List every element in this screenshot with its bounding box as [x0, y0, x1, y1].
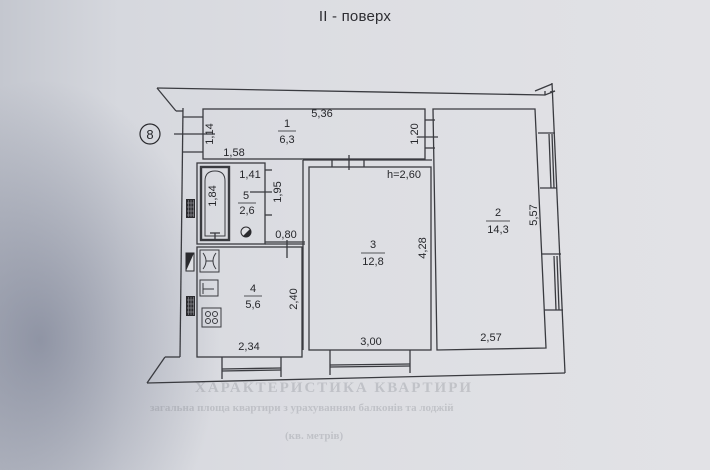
- room-1-area: 6,3: [279, 134, 294, 146]
- outer-wall-top: [156, 87, 556, 96]
- room-4-height: 2,40: [288, 288, 300, 309]
- room-2-number: 2: [495, 207, 501, 219]
- outer-wall-bottom: [146, 372, 566, 384]
- room-1-offset: 1,58: [223, 147, 244, 159]
- room-4-number: 4: [250, 283, 256, 295]
- boiler-icon: [185, 252, 195, 272]
- room-1-width-right: 1,20: [409, 123, 421, 144]
- room-1-length: 5,36: [311, 108, 332, 120]
- room-3-width: 3,00: [360, 336, 381, 348]
- axis-marker: 8: [139, 123, 161, 145]
- outer-wall-right: [551, 82, 566, 374]
- faded-footer-heading: ХАРАКТЕРИСТИКА КВАРТИРИ: [195, 380, 474, 396]
- window-icon: [538, 132, 563, 311]
- passage-width: 0,80: [275, 229, 296, 241]
- radiator-icon: [186, 296, 195, 316]
- room-1-width-left: 1,14: [204, 123, 216, 144]
- outer-wall-left: [179, 107, 184, 358]
- faded-footer-unit: (кв. метрів): [285, 430, 344, 442]
- svg-text:8: 8: [146, 127, 153, 142]
- room-4-width: 2,34: [238, 341, 259, 353]
- room-3-outline: [308, 166, 432, 351]
- room-5-outline: [196, 162, 266, 245]
- faded-footer-line: загальна площа квартири з урахуванням ба…: [150, 402, 454, 414]
- room-4-outline: [196, 246, 303, 358]
- room-5-tub-length: 1,84: [207, 185, 219, 206]
- room-1-number: 1: [284, 118, 290, 130]
- stove-icon: [201, 307, 222, 328]
- room-2-width: 2,57: [480, 332, 501, 344]
- outer-wall-break-top: [156, 87, 177, 112]
- ceiling-height: h=2,60: [387, 169, 421, 181]
- room-4-area: 5,6: [245, 299, 260, 311]
- room-2-outline: [432, 108, 547, 351]
- window-icon: [221, 350, 411, 379]
- room-3-height: 4,28: [417, 237, 429, 258]
- room-5-length: 1,41: [239, 169, 260, 181]
- room-3-number: 3: [370, 239, 376, 251]
- room-2-area: 14,3: [487, 224, 508, 236]
- outer-wall-break-bottom: [146, 356, 166, 384]
- room-3-area: 12,8: [362, 256, 383, 268]
- room-2-height: 5,57: [528, 204, 540, 225]
- drain-icon: [240, 226, 252, 238]
- radiator-icon: [186, 199, 195, 218]
- room-5-number: 5: [243, 190, 249, 202]
- room-5-height: 1,95: [272, 181, 284, 202]
- sink-icon: [199, 249, 220, 273]
- room-5-area: 2,6: [239, 205, 254, 217]
- toilet-icon: [199, 279, 219, 297]
- floor-title: II - поверх: [318, 8, 392, 25]
